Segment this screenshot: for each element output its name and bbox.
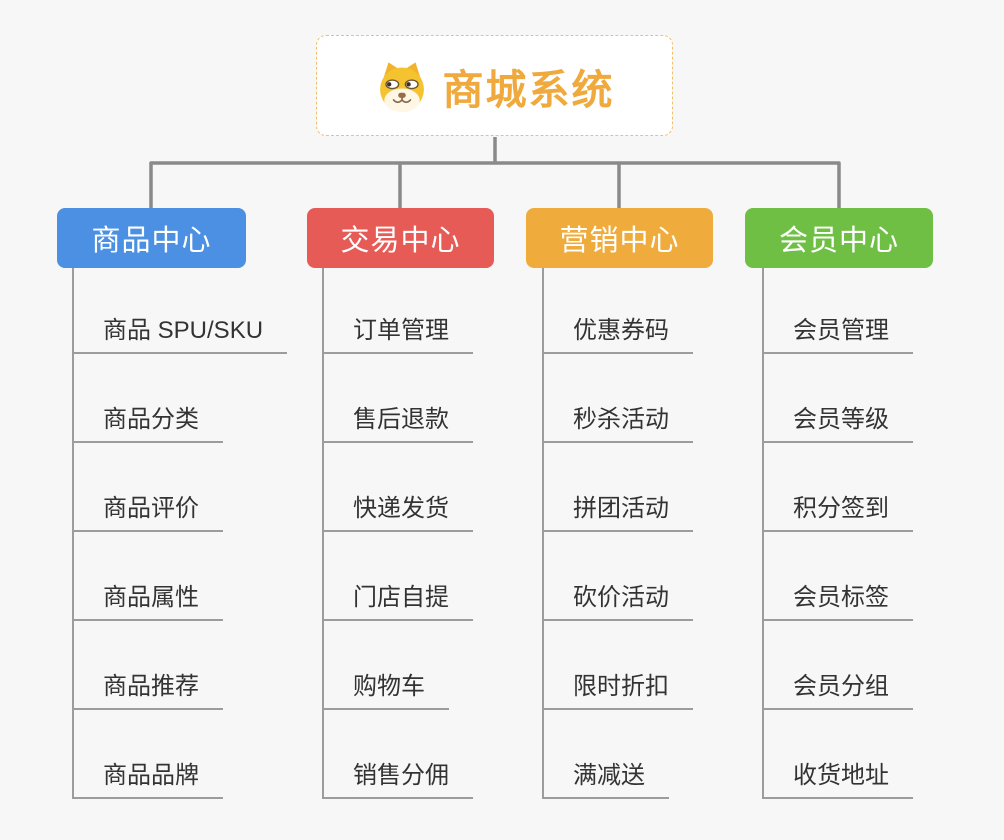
leaf-node[interactable]: 会员等级 <box>762 399 913 443</box>
branch-node-product-center[interactable]: 商品中心 <box>57 208 246 268</box>
leaf-node[interactable]: 满减送 <box>542 755 669 799</box>
leaf-node[interactable]: 销售分佣 <box>322 755 473 799</box>
leaf-node[interactable]: 门店自提 <box>322 577 473 621</box>
leaf-node[interactable]: 购物车 <box>322 666 449 710</box>
leaf-node[interactable]: 商品属性 <box>72 577 223 621</box>
leaf-node[interactable]: 商品 SPU/SKU <box>72 310 288 354</box>
branch-children-member-center: 会员管理 会员等级 积分签到 会员标签 会员分组 收货地址 <box>762 268 913 799</box>
branch-label: 营销中心 <box>559 225 680 257</box>
branch-children-trade-center: 订单管理 售后退款 快递发货 门店自提 购物车 销售分佣 <box>322 268 473 799</box>
leaf-node[interactable]: 商品推荐 <box>72 666 223 710</box>
leaf-node[interactable]: 会员标签 <box>762 577 913 621</box>
branch-label: 交易中心 <box>340 225 461 257</box>
branch-children-product-center: 商品 SPU/SKU 商品分类 商品评价 商品属性 商品推荐 商品品牌 <box>72 268 288 799</box>
leaf-node[interactable]: 收货地址 <box>762 755 913 799</box>
branch-node-marketing-center[interactable]: 营销中心 <box>526 208 713 268</box>
root-node[interactable]: 商城系统 <box>316 35 673 136</box>
leaf-node[interactable]: 商品品牌 <box>72 755 223 799</box>
leaf-node[interactable]: 会员管理 <box>762 310 913 354</box>
leaf-node[interactable]: 砍价活动 <box>542 577 693 621</box>
leaf-node[interactable]: 售后退款 <box>322 399 473 443</box>
leaf-node[interactable]: 优惠券码 <box>542 310 693 354</box>
leaf-node[interactable]: 商品分类 <box>72 399 223 443</box>
leaf-node[interactable]: 积分签到 <box>762 488 913 532</box>
dog-mascot-icon <box>375 59 429 113</box>
leaf-node[interactable]: 订单管理 <box>322 310 473 354</box>
root-title: 商城系统 <box>442 66 615 113</box>
branch-children-marketing-center: 优惠券码 秒杀活动 拼团活动 砍价活动 限时折扣 满减送 <box>542 268 693 799</box>
branch-label: 会员中心 <box>778 225 899 257</box>
leaf-node[interactable]: 商品评价 <box>72 488 223 532</box>
leaf-node[interactable]: 拼团活动 <box>542 488 693 532</box>
leaf-node[interactable]: 会员分组 <box>762 666 913 710</box>
leaf-node[interactable]: 快递发货 <box>322 488 473 532</box>
branch-node-member-center[interactable]: 会员中心 <box>745 208 933 268</box>
branch-node-trade-center[interactable]: 交易中心 <box>307 208 494 268</box>
leaf-node[interactable]: 限时折扣 <box>542 666 693 710</box>
branch-label: 商品中心 <box>91 225 212 257</box>
leaf-node[interactable]: 秒杀活动 <box>542 399 693 443</box>
